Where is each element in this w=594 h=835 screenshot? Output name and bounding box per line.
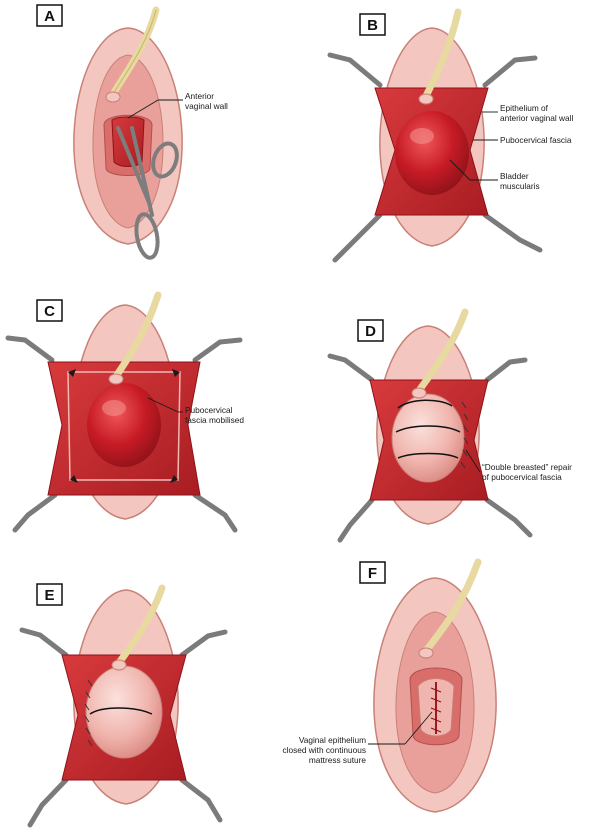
urethral-meatus [109, 374, 123, 384]
bladder-highlight [410, 128, 434, 144]
urethral-meatus [419, 94, 433, 104]
bladder [395, 111, 469, 195]
urethral-meatus [419, 648, 433, 658]
urethral-meatus [412, 388, 426, 398]
panel-e: E [22, 584, 225, 825]
fascia-plication [392, 394, 464, 482]
svg-text:Pubocervical fascia: Pubocervical fascia [500, 135, 572, 145]
bladder [87, 383, 161, 467]
panel-f-label: F [368, 565, 377, 582]
bladder-highlight [102, 400, 126, 416]
panel-e-label: E [44, 587, 54, 604]
panel-a-label: A [44, 8, 55, 25]
panel-d-label: D [365, 323, 376, 340]
annotation-b-2: Pubocervical fascia [473, 135, 572, 145]
panel-b-label: B [367, 17, 378, 34]
fascia-repair [86, 666, 162, 758]
urethral-meatus [106, 92, 120, 102]
panel-c-label: C [44, 303, 55, 320]
urethral-meatus [112, 660, 126, 670]
